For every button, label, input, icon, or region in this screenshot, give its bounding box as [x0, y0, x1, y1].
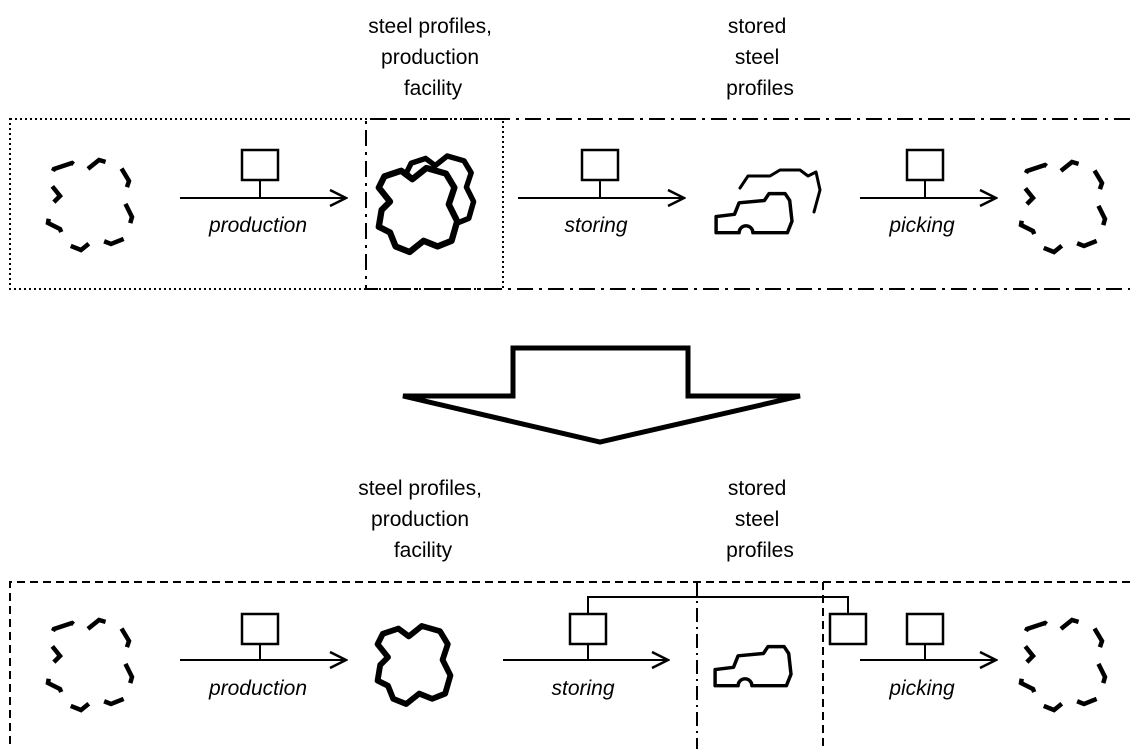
label-top-facility: steel profiles, production facility: [368, 15, 498, 100]
steel-profiles-icon: [378, 626, 451, 704]
process-label: storing: [564, 214, 627, 237]
process-label: production: [208, 214, 307, 237]
process-production: production: [180, 612, 346, 700]
process-picking: picking: [860, 148, 996, 237]
steel-profiles-icon: [379, 156, 474, 252]
process-picking: picking: [860, 612, 996, 700]
label-bottom-facility: steel profiles, production facility: [358, 477, 488, 562]
shared-resource-box: [828, 612, 868, 646]
process-storing: storing: [518, 148, 684, 237]
resource-box: [905, 148, 945, 182]
resource-box: [568, 612, 608, 646]
process-label: picking: [888, 677, 955, 700]
process-production: production: [180, 148, 346, 237]
process-label: production: [208, 677, 307, 700]
process-label: picking: [888, 214, 955, 237]
label-bottom-stored: stored steel profiles: [726, 477, 794, 562]
raw-material-icon: [48, 620, 132, 710]
raw-material-icon: [48, 160, 132, 250]
transform-down-arrow-icon: [402, 345, 801, 445]
top-section: steel profiles, production facility stor…: [9, 15, 1130, 290]
resource-box: [240, 148, 280, 182]
stored-profiles-icon: [714, 168, 822, 235]
process-storing: storing: [503, 612, 668, 700]
resource-box: [240, 612, 280, 646]
bottom-section: steel profiles, production facility stor…: [9, 477, 1130, 749]
picked-profiles-icon: [1021, 162, 1105, 252]
storage-boundary-dashdot: [365, 118, 1130, 290]
shared-resource-connector: [587, 596, 849, 614]
label-top-stored: stored steel profiles: [726, 15, 794, 100]
outer-boundary-dashed: [9, 581, 1130, 749]
resource-box: [580, 148, 620, 182]
process-label: storing: [551, 677, 614, 700]
resource-box: [905, 612, 945, 646]
picked-profiles-icon: [1021, 620, 1105, 710]
stored-profiles-icon: [713, 644, 793, 688]
facility-boundary-dotted: [9, 118, 504, 290]
